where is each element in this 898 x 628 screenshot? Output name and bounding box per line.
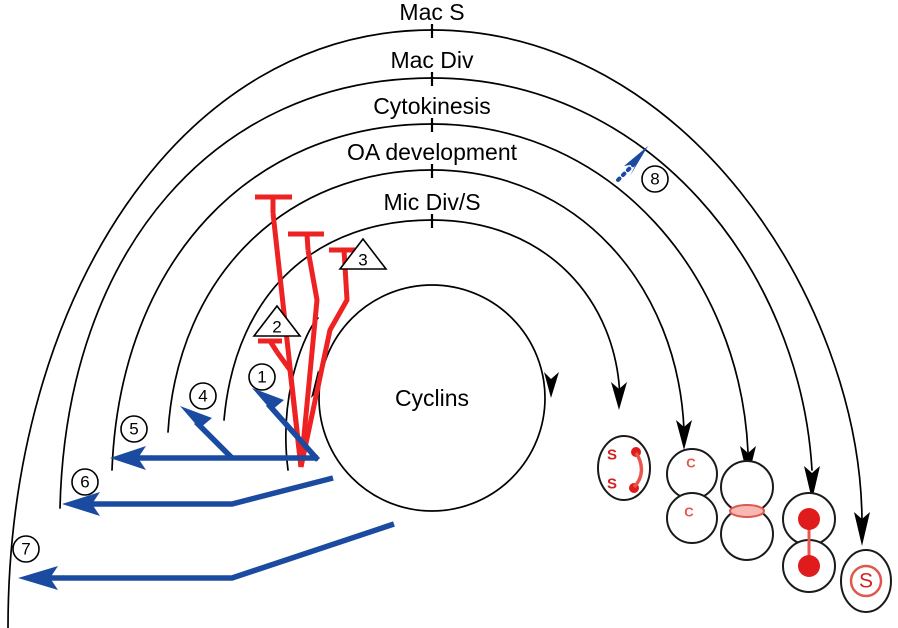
feedback-line-1 bbox=[265, 402, 321, 462]
inhibition-line-4 bbox=[274, 350, 304, 468]
feedback-arrowhead-7 bbox=[18, 566, 58, 590]
feedback-line-6 bbox=[82, 475, 334, 507]
arrowhead-mac-div bbox=[804, 466, 820, 500]
marker-7[interactable]: 7 bbox=[12, 535, 40, 563]
cell-stage-3-cleavage-band bbox=[729, 504, 765, 518]
cell-stage-1-label-top: S bbox=[607, 447, 617, 464]
marker-1-circle bbox=[248, 363, 276, 391]
cell-stage-2-label-top: C bbox=[686, 456, 696, 471]
phase-label-mac-div: Mac Div bbox=[390, 47, 474, 73]
arrowhead-mic-div bbox=[611, 382, 627, 410]
marker-7-label: 7 bbox=[21, 540, 30, 559]
inhibition-stem-4 bbox=[267, 339, 280, 354]
marker-1[interactable]: 1 bbox=[248, 363, 276, 391]
cell-stage-3 bbox=[720, 460, 774, 561]
phase-label-cytokinesis: Cytokinesis bbox=[373, 93, 491, 119]
feedback-group bbox=[18, 146, 648, 590]
feedback-arrowhead-1 bbox=[252, 388, 284, 418]
phase-label-oa-development: OA development bbox=[347, 139, 518, 165]
cell-stage-1-bridge bbox=[632, 452, 644, 489]
phase-label-group: Mac S Mac Div Cytokinesis OA development… bbox=[347, 0, 518, 215]
feedback-arrowhead-5 bbox=[110, 446, 146, 470]
cell-stage-5-nucleus-ring bbox=[849, 564, 883, 598]
marker-3[interactable]: 3 bbox=[338, 237, 388, 270]
marker-1-label: 1 bbox=[257, 368, 266, 387]
cyclins-node: Cyclins bbox=[318, 284, 546, 512]
phase-arc-group bbox=[7, 24, 863, 628]
cell-stage-2: C C bbox=[666, 448, 718, 544]
cell-stage-1-label-bottom: S bbox=[607, 476, 617, 493]
inhibition-marker-group: 1 2 3 bbox=[248, 237, 388, 391]
feedback-line-7 bbox=[40, 521, 395, 581]
phase-label-mic-div-s: Mic Div/S bbox=[383, 189, 480, 215]
cell-stage-4-nucleus-bottom bbox=[798, 555, 820, 577]
feedback-marker-group: 4 5 6 7 8 bbox=[12, 165, 669, 563]
cell-stage-4 bbox=[782, 492, 836, 593]
marker-4[interactable]: 4 bbox=[189, 382, 217, 410]
marker-3-label: 3 bbox=[358, 251, 367, 270]
cyclins-label: Cyclins bbox=[395, 385, 469, 411]
feedback-arrowhead-4 bbox=[180, 406, 212, 436]
cell-stage-2-label-bottom: C bbox=[684, 505, 694, 520]
cell-stage-5-outline bbox=[840, 549, 892, 613]
marker-5-circle bbox=[120, 415, 148, 443]
marker-8[interactable]: 8 bbox=[641, 165, 669, 193]
marker-2-label: 2 bbox=[272, 318, 281, 337]
marker-2[interactable]: 2 bbox=[252, 304, 302, 337]
marker-2-triangle bbox=[252, 304, 302, 337]
cell-stage-1: S S bbox=[597, 435, 651, 501]
marker-4-label: 4 bbox=[198, 387, 207, 406]
cell-stage-2-outline-bottom bbox=[666, 492, 718, 544]
feedback-line-8 bbox=[616, 160, 638, 182]
inhibition-line-3 bbox=[298, 265, 350, 468]
feedback-arrowhead-6 bbox=[62, 492, 100, 516]
marker-6-label: 6 bbox=[80, 473, 89, 492]
cell-stage-5-label: S bbox=[859, 570, 873, 593]
marker-4-circle bbox=[189, 382, 217, 410]
marker-8-label: 8 bbox=[650, 170, 659, 189]
marker-6[interactable]: 6 bbox=[71, 468, 99, 496]
marker-3-triangle bbox=[338, 237, 388, 270]
marker-5[interactable]: 5 bbox=[120, 415, 148, 443]
marker-5-label: 5 bbox=[129, 420, 138, 439]
phase-label-mac-s: Mac S bbox=[399, 0, 464, 25]
cell-stage-5: S bbox=[840, 549, 892, 613]
arrowhead-mac-s bbox=[854, 512, 870, 546]
arrowhead-oa-dev bbox=[676, 420, 692, 450]
feedback-line-4 bbox=[194, 420, 234, 460]
cyclins-circle bbox=[318, 284, 546, 512]
feedback-arrowhead-8 bbox=[624, 146, 648, 176]
marker-7-circle bbox=[12, 535, 40, 563]
marker-6-circle bbox=[71, 468, 99, 496]
marker-8-circle bbox=[641, 165, 669, 193]
inhibition-line-2 bbox=[298, 249, 320, 468]
arrowhead-inner bbox=[544, 372, 559, 398]
inhibition-stem-2 bbox=[304, 233, 311, 251]
cell-stage-4-nucleus-top bbox=[798, 508, 820, 530]
